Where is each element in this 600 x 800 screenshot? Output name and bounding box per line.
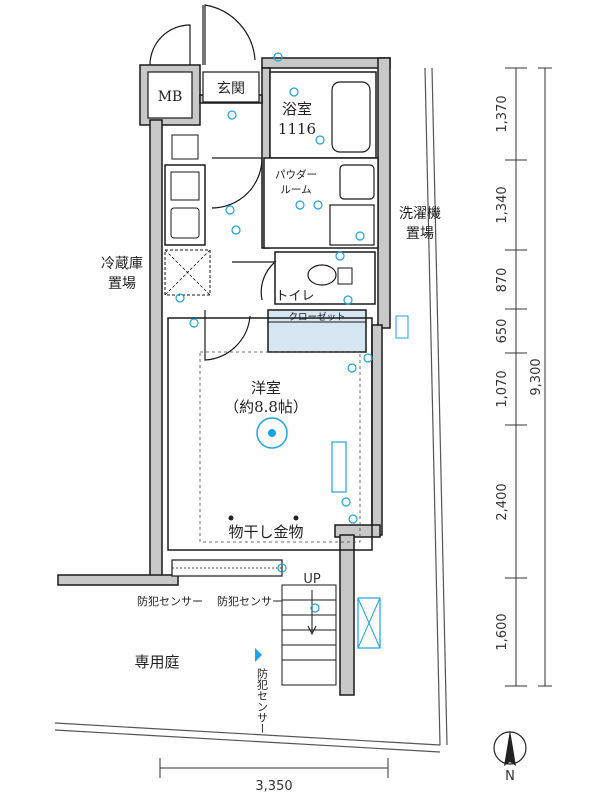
dim-bottom-width: 3,350	[255, 779, 292, 794]
outdoor-unit	[357, 597, 381, 649]
drying-hook-icon	[293, 515, 299, 521]
fridge-label-2: 置場	[108, 276, 136, 292]
sensor-label-3: 防犯センサー	[256, 667, 269, 734]
site-boundary	[54, 67, 448, 753]
sensor-label-1: 防犯センサー	[137, 594, 203, 608]
compass-north-label: N	[505, 769, 515, 784]
bath-label: 浴室	[282, 100, 312, 118]
mb-closet	[147, 71, 193, 119]
fridge-space	[164, 249, 211, 296]
closet	[267, 309, 367, 353]
exterior-vent	[395, 315, 409, 339]
sensor-arrow-icon	[255, 648, 262, 662]
stairs	[281, 584, 337, 686]
washer-space	[329, 204, 375, 246]
ceiling-light-icon	[256, 417, 288, 449]
washbasin	[339, 164, 375, 200]
genkan-label: 玄関	[217, 80, 245, 97]
closet-label: クローゼット	[288, 311, 345, 323]
electrical-outlet-icons	[175, 52, 373, 613]
dim-right-2: 1,340	[495, 186, 510, 223]
dim-right-6: 2,400	[495, 483, 510, 520]
walls	[57, 57, 391, 696]
dim-right-1: 1,370	[495, 95, 510, 132]
fridge-label-1: 冷蔵庫	[101, 255, 143, 272]
garden-label: 専用庭	[134, 653, 179, 671]
dim-total-height: 9,300	[529, 358, 544, 395]
powder-label-2: ルーム	[280, 184, 311, 196]
dim-right-4: 650	[495, 319, 510, 344]
bathroom	[269, 71, 377, 159]
sensor-label-2: 防犯センサー	[217, 594, 283, 608]
powder-label-1: パウダー	[275, 168, 317, 181]
washer-label-2: 置場	[406, 226, 434, 242]
genkan-area	[202, 71, 260, 103]
bathtub	[331, 81, 371, 153]
western-room	[167, 317, 373, 551]
toilet-bowl	[307, 264, 337, 286]
compass-icon	[493, 730, 527, 766]
drying-label: 物干し金物	[228, 523, 303, 541]
stove	[170, 171, 200, 201]
toilet-tank	[337, 267, 353, 285]
interior-doors	[204, 157, 277, 361]
ceiling-outline	[199, 351, 361, 543]
western-label-1: 洋室	[251, 379, 281, 397]
toilet-label: トイレ	[275, 289, 314, 304]
dim-right-3: 870	[495, 268, 510, 293]
stairs-up-label: UP	[303, 572, 321, 587]
dim-right-5: 1,070	[495, 370, 510, 407]
drying-hook-icon	[228, 515, 234, 521]
kitchen-sink	[170, 207, 200, 239]
bath-size: 1116	[278, 120, 316, 138]
mb-label: MB	[158, 89, 183, 105]
dim-right-7: 1,600	[495, 613, 510, 650]
toilet-room	[274, 251, 376, 305]
kitchen-vent	[171, 134, 199, 160]
kitchen-counter	[164, 164, 206, 246]
entry-doors	[149, 4, 256, 66]
western-label-2: （約8.8帖）	[224, 398, 308, 416]
washer-label-1: 洗濯機	[399, 206, 441, 222]
dimension-lines	[159, 67, 552, 778]
ac-unit	[331, 441, 347, 493]
